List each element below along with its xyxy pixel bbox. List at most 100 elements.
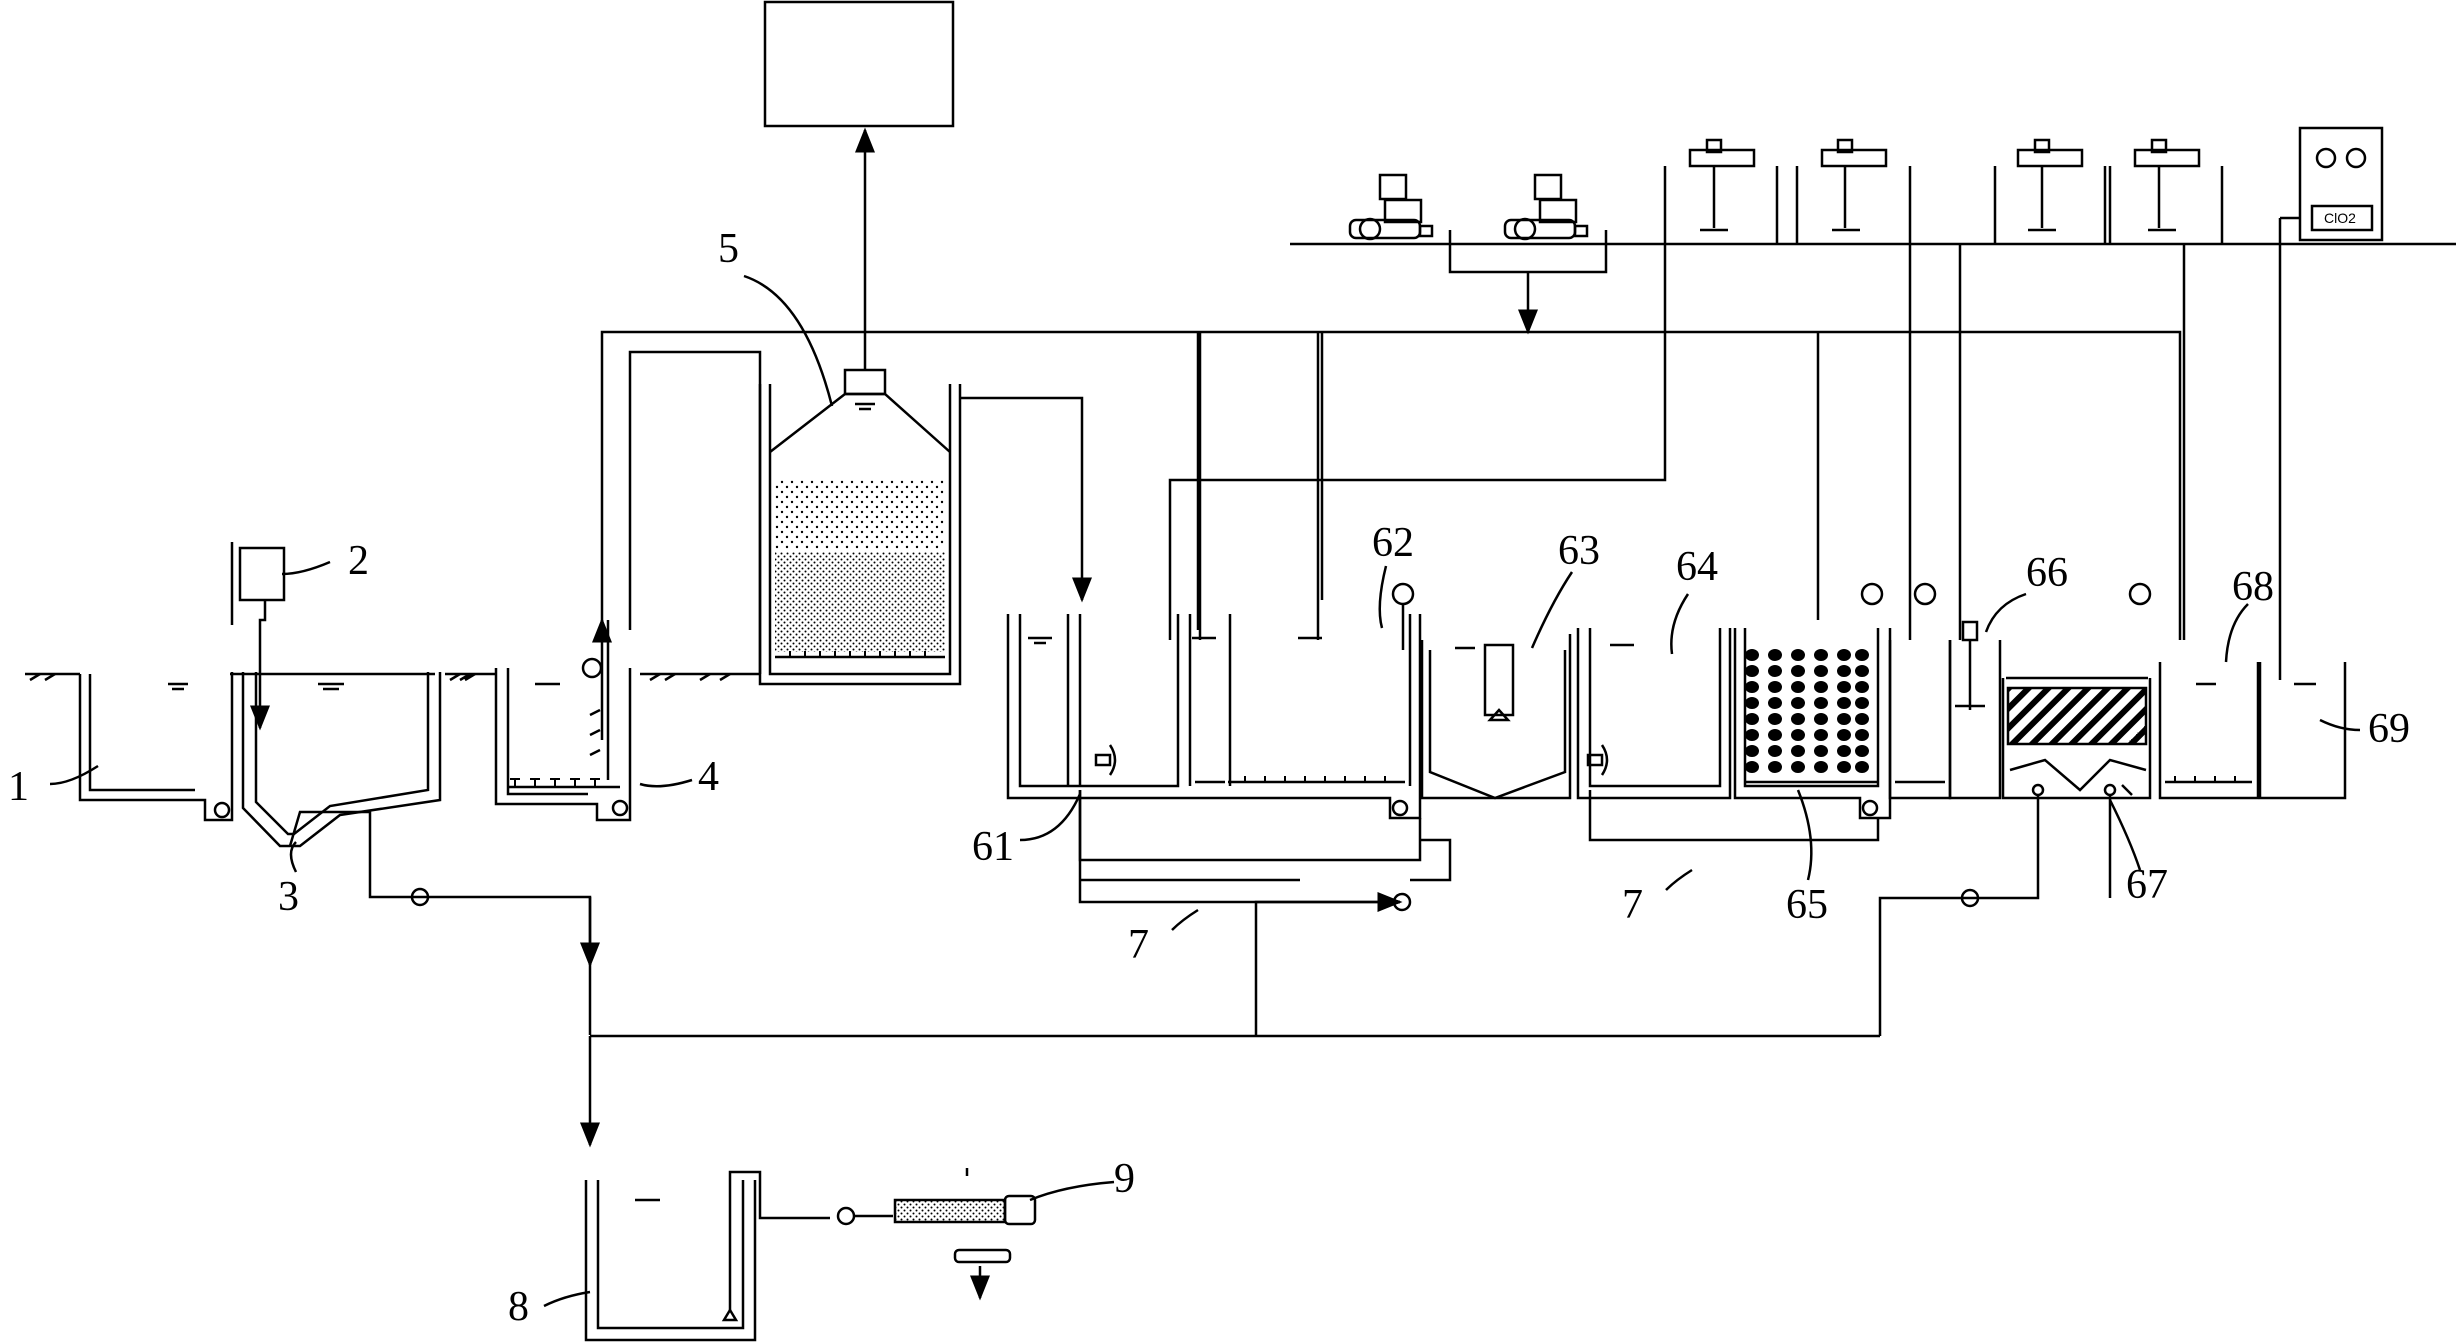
carrier-mark (1837, 665, 1851, 677)
air-header (1030, 330, 2182, 640)
carrier-mark (1791, 681, 1805, 693)
label-68: 68 (2232, 564, 2274, 610)
carrier-mark (1768, 745, 1782, 757)
ground-line (25, 672, 760, 682)
label-4: 4 (698, 754, 719, 800)
screen-2 (230, 542, 286, 731)
carrier-mark (1814, 761, 1828, 773)
carrier-mark (1837, 729, 1851, 741)
carrier-mark (1855, 745, 1869, 757)
blower (1348, 173, 1434, 241)
carrier-mark (1837, 697, 1851, 709)
label-63: 63 (1558, 528, 1600, 574)
carrier-mark (1814, 745, 1828, 757)
label-3: 3 (278, 874, 299, 920)
tank-8-sludge (580, 1036, 830, 1342)
label-5: 5 (718, 226, 739, 272)
carrier-mark (1855, 697, 1869, 709)
carrier-mark (1837, 649, 1851, 661)
carrier-mark (1814, 681, 1828, 693)
carrier-mark (1768, 761, 1782, 773)
carrier-mark (1791, 649, 1805, 661)
label-2: 2 (348, 538, 369, 584)
carrier-mark (1855, 761, 1869, 773)
carrier-mark (1814, 729, 1828, 741)
label-67: 67 (2126, 862, 2168, 908)
label-64: 64 (1676, 544, 1718, 590)
carrier-mark (1837, 745, 1851, 757)
label-9: 9 (1114, 1156, 1135, 1202)
tank-64-anoxic (1576, 628, 1732, 800)
tank-3-grit (241, 672, 442, 848)
carrier-mark (1814, 697, 1828, 709)
carrier-mark (1791, 761, 1805, 773)
dosing-line (2278, 216, 2300, 680)
dosing-tank (1795, 138, 1912, 244)
carrier-mark (1855, 665, 1869, 677)
tank-63-clarifier (1420, 634, 1572, 800)
label-66: 66 (2026, 550, 2068, 596)
pump (410, 887, 430, 907)
dosing-tank (2108, 138, 2224, 244)
carrier-mark (1837, 681, 1851, 693)
label-62: 62 (1372, 520, 1414, 566)
carrier-mark (1745, 697, 1759, 709)
carrier-mark (1855, 649, 1869, 661)
carrier-mark (1855, 729, 1869, 741)
biofilm-carriers (1745, 649, 1869, 773)
label-7b: 7 (1622, 882, 1643, 928)
tank-68 (2128, 582, 2260, 800)
tank-65-biofilm (1733, 582, 1892, 820)
label-7a: 7 (1128, 922, 1149, 968)
gas-treatment-box (763, 0, 955, 128)
carrier-mark (1791, 745, 1805, 757)
carrier-mark (1768, 649, 1782, 661)
carrier-mark (1791, 665, 1805, 677)
label-1: 1 (8, 764, 29, 810)
leader-lines (49, 274, 2361, 1308)
tank-dosing-mix (1888, 582, 1952, 800)
carrier-mark (1745, 729, 1759, 741)
pipe-sludge-3 (288, 810, 592, 1035)
carrier-mark (1768, 713, 1782, 725)
carrier-mark (1791, 729, 1805, 741)
carrier-mark (1745, 713, 1759, 725)
carrier-mark (1814, 713, 1828, 725)
dosing-tank (1993, 138, 2107, 244)
label-69: 69 (2368, 706, 2410, 752)
tank-67-settling (2001, 676, 2152, 800)
carrier-mark (1837, 761, 1851, 773)
carrier-mark (1855, 713, 1869, 725)
carrier-mark (1745, 665, 1759, 677)
filter-press-9 (836, 1168, 1037, 1301)
carrier-mark (1814, 665, 1828, 677)
dosing-line (1168, 244, 1667, 640)
carrier-mark (1745, 745, 1759, 757)
reactor-5 (758, 368, 962, 686)
label-8: 8 (508, 1284, 529, 1330)
labels: 1 2 3 4 5 61 62 63 64 65 66 67 68 69 7 7… (8, 210, 2410, 1330)
carrier-mark (1791, 697, 1805, 709)
carrier-mark (1855, 681, 1869, 693)
tank-61-anoxic (1006, 614, 1422, 820)
tank-1-collection (78, 672, 234, 822)
carrier-mark (1768, 665, 1782, 677)
pipe-4-to-5 (600, 330, 1030, 630)
tank-62-aerobic (1188, 582, 1415, 817)
tank-66-flocculation (1948, 620, 2002, 800)
carrier-mark (1768, 697, 1782, 709)
clo2-label: ClO2 (2324, 210, 2356, 226)
pipe-5-to-6 (960, 396, 1092, 603)
carrier-mark (1768, 681, 1782, 693)
carrier-mark (1791, 713, 1805, 725)
sludge-line (1254, 900, 1400, 1036)
carrier-mark (1745, 681, 1759, 693)
carrier-mark (1768, 729, 1782, 741)
dosing-tank (1663, 138, 1779, 244)
carrier-mark (1745, 649, 1759, 661)
reflux-line-7 (1078, 790, 1422, 862)
tank-69-disinfection (2258, 662, 2347, 800)
carrier-mark (1745, 761, 1759, 773)
label-65: 65 (1786, 882, 1828, 928)
